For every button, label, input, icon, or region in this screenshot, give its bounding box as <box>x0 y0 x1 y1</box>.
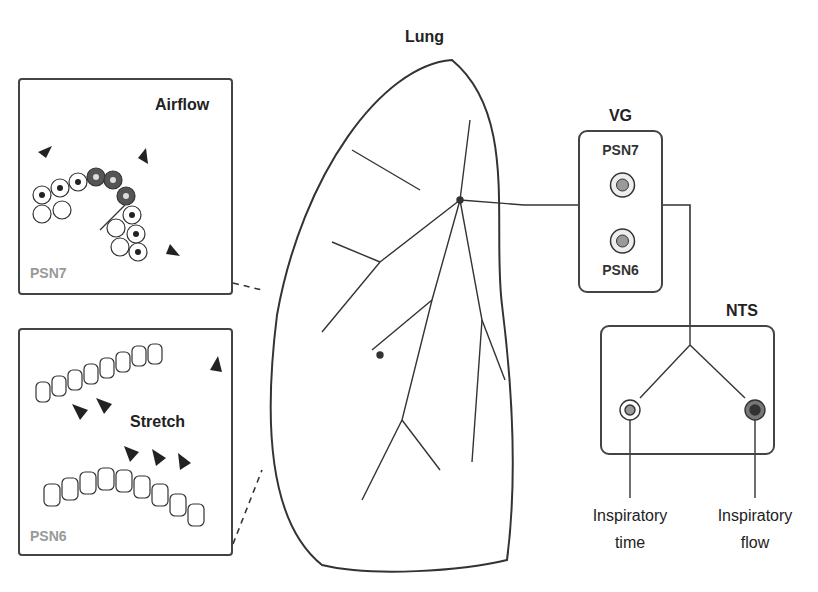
ganglion-box: VGPSN7PSN6 <box>578 130 663 293</box>
lung-outline-path <box>271 60 513 572</box>
nucleus-label: NTS <box>712 301 772 320</box>
airway-cells <box>33 146 180 261</box>
neuron-label: PSN7 <box>585 142 656 159</box>
inset-box: StretchPSN6 <box>18 328 233 556</box>
stimulus-label: Airflow <box>155 95 209 114</box>
nts-neurons <box>620 325 765 498</box>
nucleus-box: NTS <box>600 325 775 455</box>
neuron-nucleus <box>617 235 629 247</box>
neuron-soma <box>611 229 635 253</box>
inset-box: AirflowPSN7 <box>18 78 233 295</box>
neuron-node: PSN6 <box>585 224 662 286</box>
bronchial-tree <box>322 120 524 500</box>
neuron-label: PSN7 <box>30 265 67 282</box>
stretch-cells <box>36 344 222 526</box>
neuron-label: PSN6 <box>585 262 656 279</box>
neuron-soma <box>611 173 635 197</box>
nerve-connector <box>233 283 262 290</box>
stimulus-label: Stretch <box>130 412 185 431</box>
neuron-nucleus <box>617 179 629 191</box>
nerve-connector <box>233 470 262 544</box>
output-label: Inspiratory time <box>585 502 675 556</box>
organ-label: Lung <box>405 27 444 46</box>
output-label: Inspiratory flow <box>710 502 800 556</box>
lung-outline: Lung <box>262 55 524 580</box>
nerve-connector <box>663 205 690 325</box>
neuron-label: PSN6 <box>30 528 67 545</box>
nerve-connector <box>524 204 578 206</box>
lung-shape <box>262 55 524 580</box>
neuron-node: PSN7 <box>585 140 662 202</box>
ganglion-label: VG <box>580 106 661 125</box>
